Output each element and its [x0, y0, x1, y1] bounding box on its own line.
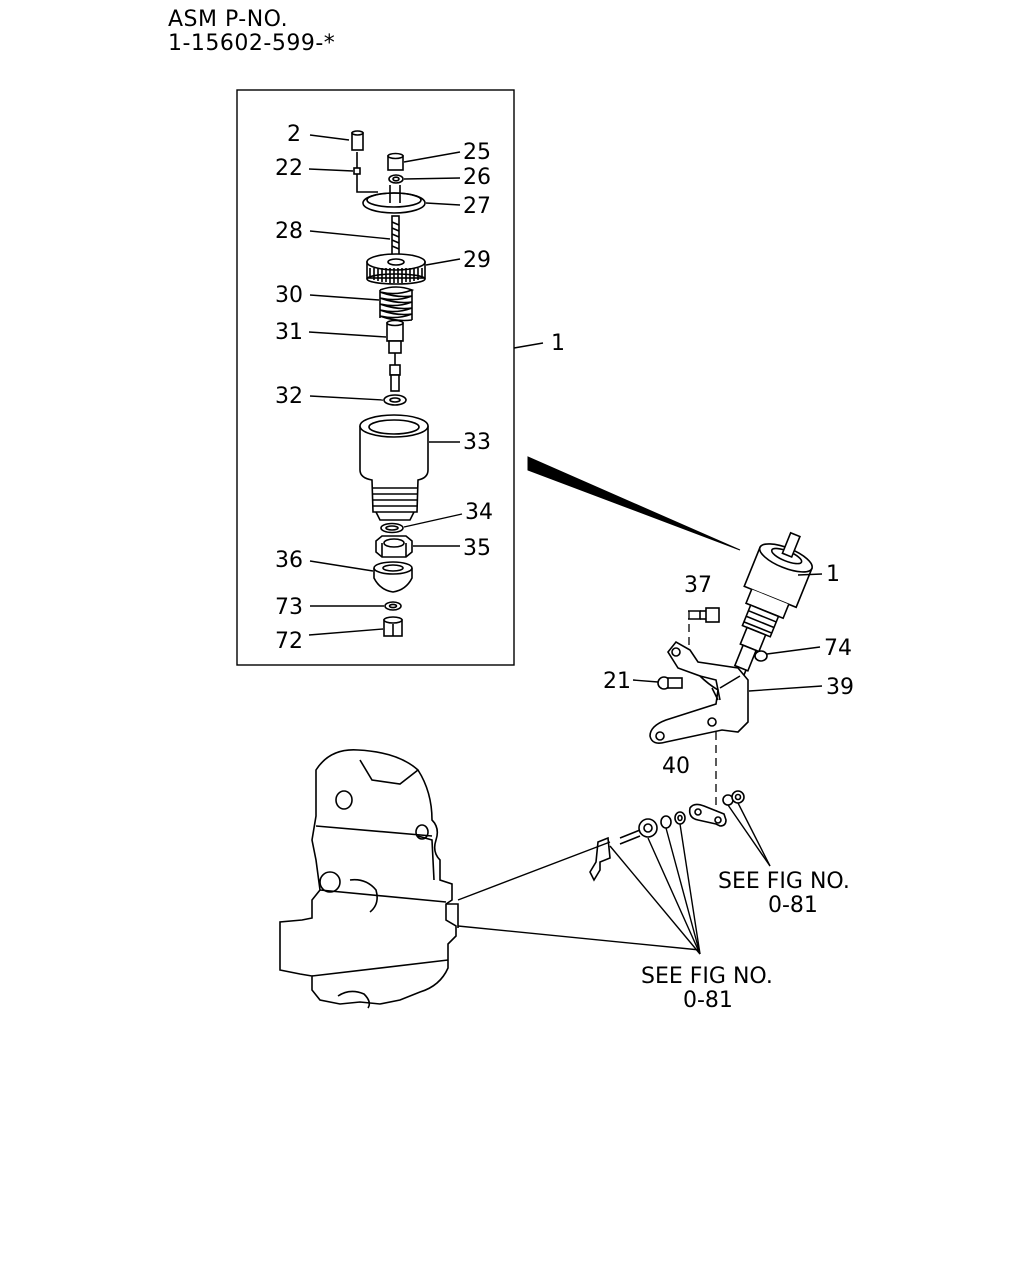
detail-pointer-wedge: [527, 456, 741, 551]
part-40-link: [688, 803, 727, 827]
leader-ref-lower-3: [665, 827, 701, 955]
part-30-spring: [379, 286, 415, 322]
callout-1-box: 1: [551, 331, 565, 356]
part-74-nut: [754, 650, 768, 662]
callout-22: 22: [275, 156, 303, 181]
part-72-fitting: [383, 616, 403, 637]
shaft-parts-group: [589, 811, 686, 882]
ref-lower-title: SEE FIG NO.: [641, 964, 773, 989]
callout-33: 33: [463, 430, 491, 455]
part-1-assembly: [731, 531, 813, 683]
leader-27: [425, 202, 461, 206]
callout-35: 35: [463, 536, 491, 561]
callout-39: 39: [826, 675, 854, 700]
leader-31: [308, 331, 387, 338]
part-73-washer: [384, 601, 402, 611]
part-39-bracket: [649, 640, 749, 744]
callout-29: 29: [463, 248, 491, 273]
part-2-cap: [351, 130, 364, 151]
shaft-axis-line: [457, 841, 611, 901]
callout-74: 74: [824, 636, 852, 661]
leader-21: [632, 679, 659, 683]
pump-ref-line: [457, 925, 701, 951]
leader-ref-lower-4: [679, 823, 701, 955]
assembly-part-number-title: ASM P-NO.: [168, 7, 289, 32]
ref-right-title: SEE FIG NO.: [718, 869, 850, 894]
leader-2: [309, 134, 350, 141]
assembly-detail-frame: [236, 89, 515, 666]
callout-34: 34: [465, 500, 493, 525]
leader-1: [797, 573, 823, 576]
callout-2: 2: [287, 122, 301, 147]
part-31-plunger: [386, 319, 404, 392]
callout-36: 36: [275, 548, 303, 573]
callout-26: 26: [463, 165, 491, 190]
part-33-housing: [359, 414, 429, 521]
leader-26: [403, 177, 461, 180]
leader-ref-right-2: [737, 802, 771, 867]
leader-72: [308, 628, 384, 636]
part-25-cap-nut: [387, 152, 404, 171]
part-34-o-ring: [380, 522, 404, 534]
link-washers-right: [722, 790, 745, 806]
leader-ref-lower-1: [609, 845, 701, 955]
leader-22: [308, 168, 354, 172]
callout-32: 32: [275, 384, 303, 409]
leader-30: [309, 294, 380, 301]
part-27-lever-plate: [356, 185, 426, 214]
callout-73: 73: [275, 595, 303, 620]
injection-pump-body: [279, 749, 459, 1009]
callout-25: 25: [463, 140, 491, 165]
leader-1-box: [513, 342, 544, 349]
part-28-adjusting-screw: [391, 215, 400, 257]
leader-29: [425, 258, 461, 266]
assembly-part-number: 1-15602-599-*: [168, 31, 336, 56]
part-35-hex-nut: [375, 535, 413, 558]
ref-right-number: 0-81: [768, 893, 818, 918]
callout-1: 1: [826, 562, 840, 587]
leader-36: [309, 560, 374, 572]
leader-74: [766, 646, 821, 655]
callout-31: 31: [275, 320, 303, 345]
ref-lower-number: 0-81: [683, 988, 733, 1013]
part-36-nozzle-cap: [373, 561, 413, 593]
leader-34: [403, 513, 463, 528]
leader-ref-lower-2: [647, 837, 701, 955]
part-32-washer: [383, 394, 407, 406]
callout-37: 37: [684, 573, 712, 598]
leader-ref-right-1: [727, 804, 771, 867]
callout-40: 40: [662, 754, 690, 779]
part-21-bolt: [657, 676, 683, 690]
callout-28: 28: [275, 219, 303, 244]
leader-32: [309, 395, 384, 401]
part-26-nut: [388, 174, 404, 184]
part-37-bolt: [688, 607, 720, 623]
leader-39: [748, 685, 823, 692]
part-29-knurled-nut: [366, 253, 426, 285]
callout-72: 72: [275, 629, 303, 654]
part-22-pin: [353, 152, 361, 185]
callout-21: 21: [603, 669, 631, 694]
leader-25: [403, 151, 461, 163]
callout-27: 27: [463, 194, 491, 219]
callout-30: 30: [275, 283, 303, 308]
leader-28: [309, 230, 391, 240]
